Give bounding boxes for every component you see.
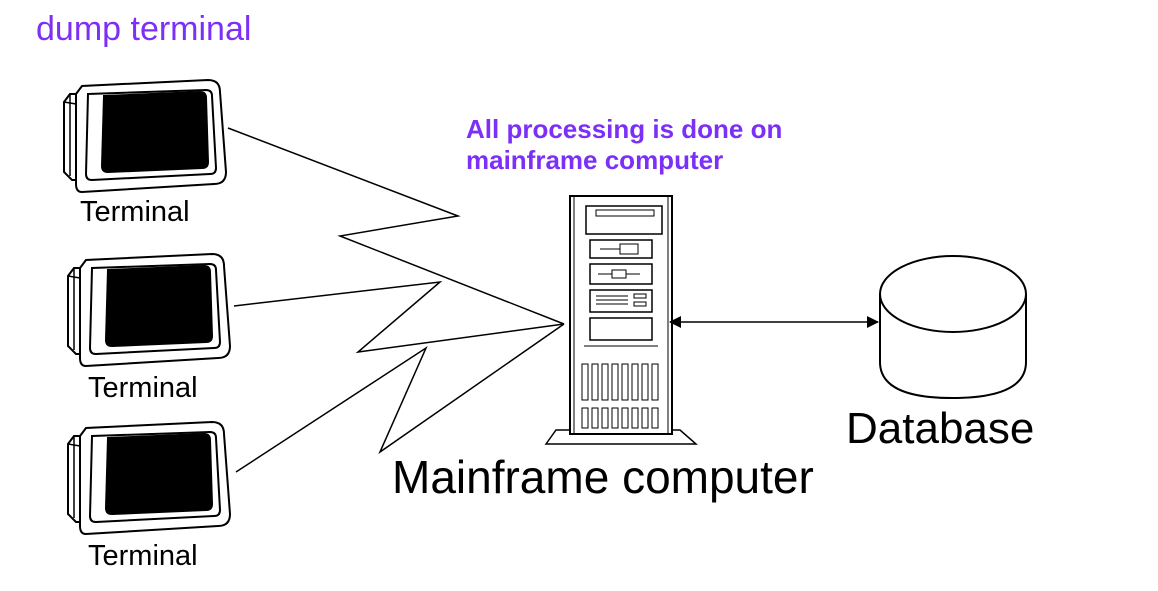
diagram-title: dump terminal <box>36 10 252 48</box>
link-line <box>235 323 565 473</box>
link-line <box>227 127 565 325</box>
terminal-icon <box>67 421 231 535</box>
terminal-label: Terminal <box>88 372 198 404</box>
processing-note: All processing is done on mainframe comp… <box>466 114 783 175</box>
database-label: Database <box>846 404 1035 453</box>
terminal-icon <box>63 79 227 193</box>
terminal-icon <box>67 253 231 367</box>
terminal-label: Terminal <box>88 540 198 572</box>
database-cylinder-icon <box>879 255 1027 400</box>
mainframe-tower-icon <box>544 195 698 445</box>
mainframe-label: Mainframe computer <box>392 451 814 503</box>
terminal-label: Terminal <box>80 196 190 228</box>
link-line <box>233 280 565 354</box>
